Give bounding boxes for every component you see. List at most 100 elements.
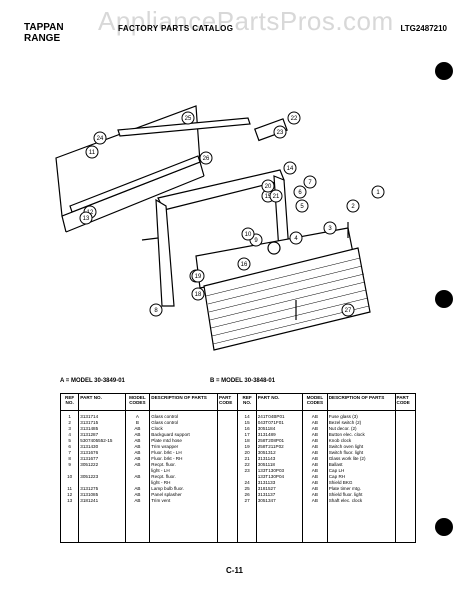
brand-label: TAPPAN RANGE [24, 22, 64, 44]
table-cell-desc: Clock [151, 426, 163, 431]
table-cell-code: AB [311, 432, 318, 437]
table-cell-code: AB [311, 414, 318, 419]
table-cell-code: B [135, 420, 139, 425]
table-cell-desc: Plate mtd hose [151, 438, 182, 443]
table-cell-code: AB [134, 498, 141, 503]
table-cell-desc: Fuse glass (3) [328, 414, 358, 419]
table-cell-ref: 14 [244, 414, 250, 419]
table-cell-desc: Shield fluor. light [328, 492, 363, 497]
callout-bubble [241, 227, 255, 241]
table-cell-ref: 25 [244, 486, 250, 491]
callout-bubble [181, 111, 195, 125]
table-cell-part: 3131275 [80, 486, 99, 491]
ballast-part [254, 118, 288, 142]
table-cell-ref: 7 [68, 450, 71, 455]
brand-line-2: RANGE [24, 33, 61, 44]
table-cell-part: 3181241 [80, 498, 99, 503]
callout-bubble [323, 221, 337, 235]
binder-hole-top [435, 62, 453, 80]
callout-bubble [293, 185, 307, 199]
header-model-codes: MODEL CODES [125, 393, 151, 411]
callout-bubble [287, 111, 301, 125]
callout-bubble [346, 199, 360, 213]
table-cell-desc: Switch fluor. light [328, 450, 364, 455]
binder-hole-middle [435, 290, 453, 308]
column-right-desc: Fuse glass (3)Bezel switch (2)Nut decor.… [327, 410, 396, 543]
table-cell-code: AB [311, 468, 318, 473]
table-cell-desc: Cap RH [328, 474, 346, 479]
table-cell-code: AB [134, 432, 141, 437]
table-cell-ref: 11 [67, 486, 73, 491]
table-cell-ref: 15 [244, 420, 250, 425]
table-cell-part: 3131430 [80, 444, 99, 449]
callout-label: 2 [351, 204, 355, 210]
legend-model-a: A = MODEL 30-3849-01 [60, 378, 125, 384]
control-knob-shape [267, 241, 281, 255]
table-cell-part: 3131677 [80, 456, 99, 461]
table-cell-part: 3131133 [257, 480, 276, 485]
table-cell-code: AB [311, 438, 318, 443]
catalog-title: FACTORY PARTS CATALOG [118, 24, 234, 33]
table-cell-part: 3131137 [257, 492, 276, 497]
table-cell-ref: 18 [244, 438, 250, 443]
table-cell-ref: 3 [68, 426, 71, 431]
callout-bubble [371, 185, 385, 199]
table-cell-desc: light - RH [151, 480, 171, 485]
table-cell-code: AB [311, 456, 318, 461]
callout-label: 15 [265, 194, 272, 200]
callout-label: 26 [203, 156, 210, 162]
callout-label: 4 [294, 236, 298, 242]
callout-bubble [237, 257, 251, 271]
table-cell-ref: 9 [68, 462, 71, 467]
table-cell-desc: Panel splasher [151, 492, 182, 497]
callout-label: 11 [89, 150, 96, 156]
header-description: DESCRIPTION OF PARTS [149, 393, 219, 411]
callout-bubble [199, 151, 213, 165]
table-cell-part: 241T04BP01 [257, 414, 285, 419]
callout-label: 25 [185, 116, 192, 122]
table-cell-part: 133T130P03 [257, 468, 285, 473]
binder-hole-bottom [435, 518, 453, 536]
table-cell-desc: Glass work lite (2) [328, 456, 366, 461]
table-cell-code: AB [311, 444, 318, 449]
table-cell-part: 3131287 [80, 432, 99, 437]
callout-label: 7 [308, 180, 312, 186]
table-cell-code: AB [311, 486, 318, 491]
table-cell-ref: 21 [244, 456, 250, 461]
table-cell-part: 3131714 [80, 414, 99, 419]
table-cell-part: 133T130P04 [257, 474, 285, 479]
table-cell-ref: 2 [68, 420, 71, 425]
callout-label: 23 [277, 130, 284, 136]
callout-label: 1 [376, 190, 380, 196]
table-cell-ref: 22 [244, 462, 250, 467]
top-trim [117, 117, 251, 137]
callout-label: 12 [87, 210, 94, 216]
table-cell-desc: Button elec. clock [328, 432, 365, 437]
callout-bubble [341, 303, 355, 317]
callout-label: 16 [241, 262, 248, 268]
header-ref-no: REF NO. [60, 393, 80, 411]
table-header-row: REF NO. PART NO. MODEL CODES DESCRIPTION… [60, 393, 416, 411]
table-cell-ref: 4 [68, 432, 71, 437]
exploded-parts-diagram: 1234567891011121314151617181920212223242… [55, 105, 385, 351]
callout-bubble [85, 145, 99, 159]
frame-left-leg [155, 198, 175, 307]
callout-bubble [79, 211, 93, 225]
watermark-text: AppliancePartsPros.com [98, 6, 394, 36]
table-cell-code: AB [134, 438, 141, 443]
table-cell-desc: Knob clock [328, 438, 352, 443]
table-cell-ref: 20 [244, 450, 250, 455]
table-cell-code: AB [311, 492, 318, 497]
table-cell-desc: Recpt. fluor. [151, 462, 176, 467]
callout-label: 5 [300, 204, 304, 210]
legend-model-b: B = MODEL 30-3848-01 [210, 378, 276, 384]
table-cell-code: AB [311, 498, 318, 503]
table-cell-part: 3131485 [80, 426, 99, 431]
table-cell-desc: Trim vent [151, 498, 171, 503]
callout-label: 24 [97, 136, 104, 142]
table-cell-part: 258T208P01 [257, 438, 285, 443]
callout-bubble [149, 303, 163, 317]
